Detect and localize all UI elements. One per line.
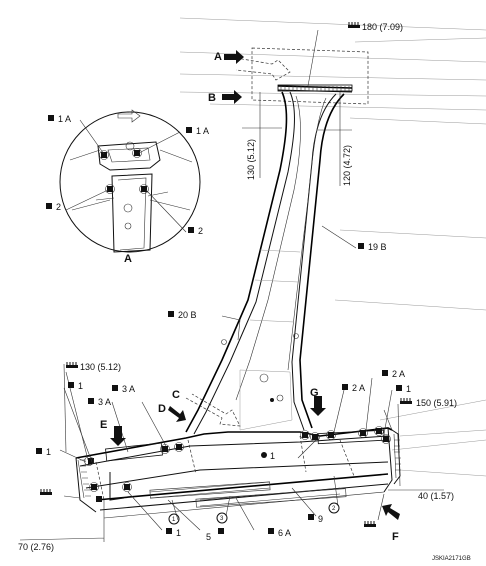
label-5: 5 (206, 532, 211, 542)
label-20b: 20 B (178, 310, 197, 320)
view-label-a: A (214, 51, 222, 63)
circled-numbers (168, 502, 340, 525)
label-1a-right: 1 A (196, 126, 209, 136)
dim-180: 180 (7.09) (362, 22, 403, 32)
view-arrows (110, 50, 400, 520)
mig-plug-weld-icon (40, 489, 52, 495)
spot-weld-square-icon (124, 484, 130, 490)
view-arrow-d-icon (168, 406, 186, 422)
detail-view-a (59, 109, 201, 253)
spot-weld-square-icon (91, 484, 97, 490)
view-arrow-a-icon (224, 50, 244, 64)
spot-weld-square-icon (308, 514, 314, 520)
spot-weld-square-icon (112, 385, 118, 391)
spot-weld-square-icon (36, 448, 42, 454)
spot-weld-square-icon (96, 496, 102, 502)
spot-weld-square-icon (176, 444, 182, 450)
label-1-e: 1 (176, 528, 181, 538)
view-arrow-f-icon (382, 504, 400, 520)
circled-number-2: 2 (332, 506, 336, 512)
dim-130-vertical: 130 (5.12) (246, 139, 256, 180)
view-label-g: G (310, 387, 319, 399)
spot-weld-square-icon (360, 430, 366, 436)
label-1-c: 1 (270, 451, 275, 461)
spot-weld-square-icon (376, 428, 382, 434)
label-3a-b: 3 A (98, 397, 111, 407)
view-label-e: E (100, 419, 107, 431)
label-19b: 19 B (368, 242, 387, 252)
label-9: 9 (318, 514, 323, 524)
view-a-box (235, 47, 369, 105)
label-3a-a: 3 A (122, 384, 135, 394)
spot-weld-square-icon (218, 528, 224, 534)
dim-120-vertical: 120 (4.72) (342, 145, 352, 186)
view-label-d: D (158, 403, 166, 415)
spot-weld-square-icon (328, 432, 334, 438)
dim-40: 40 (1.57) (418, 491, 454, 501)
spot-weld-square-icon (88, 398, 94, 404)
label-1-a: 1 (78, 381, 83, 391)
view-label-b: B (208, 92, 216, 104)
spot-weld-square-icon (382, 370, 388, 376)
spot-weld-square-icon (268, 528, 274, 534)
dimension-lines (19, 92, 444, 542)
spot-weld-square-icon (342, 384, 348, 390)
rocker-sill (75, 427, 486, 519)
b-pillar (185, 84, 353, 435)
leader-lines (59, 29, 393, 531)
spot-weld-square-icon (383, 436, 389, 442)
spot-weld-square-icon (186, 127, 192, 133)
circled-number-1: 1 (172, 517, 176, 523)
circled-number-3: 3 (220, 516, 224, 522)
spot-weld-square-icon (358, 243, 364, 249)
spot-weld-square-icon (396, 385, 402, 391)
mig-plug-weld-icon (400, 398, 412, 404)
label-squares (36, 115, 402, 534)
spot-weld-square-icon (312, 434, 318, 440)
spot-weld-square-icon (166, 528, 172, 534)
label-2a-b: 2 A (392, 369, 405, 379)
view-arrow-e-icon (110, 426, 126, 446)
figure-code: JSKIA2171GB (432, 556, 471, 562)
spot-weld-square-icon (302, 432, 308, 438)
roof-rail-outline (179, 17, 486, 451)
label-1-d: 1 (406, 384, 411, 394)
label-2-right: 2 (198, 226, 203, 236)
view-label-f: F (392, 531, 399, 543)
spot-weld-square-icon (188, 227, 194, 233)
label-1-b: 1 (46, 447, 51, 457)
detail-a-caption: A (124, 253, 132, 265)
mig-plug-weld-icon (364, 521, 376, 527)
spot-weld-square-icon (48, 115, 54, 121)
dim-130-horizontal: 130 (5.12) (80, 362, 121, 372)
spot-weld-square-icon (168, 311, 174, 317)
spot-weld-square-icon (162, 446, 168, 452)
dim-150: 150 (5.91) (416, 398, 457, 408)
mig-weld-strips (77, 433, 401, 499)
mig-plug-weld-icon (348, 22, 360, 28)
label-2a-a: 2 A (352, 383, 365, 393)
spot-weld-circle-icon (261, 452, 267, 458)
view-label-c: C (172, 389, 180, 401)
spot-weld-square-icon (88, 458, 94, 464)
spot-weld-square-icon (46, 203, 52, 209)
comb-symbols (40, 22, 412, 527)
dim-70: 70 (2.76) (18, 542, 54, 552)
spot-weld-markers (84, 333, 391, 502)
spot-weld-square-icon (68, 382, 74, 388)
view-arrow-g-icon (310, 396, 326, 416)
label-6a: 6 A (278, 528, 291, 538)
view-arrow-b-icon (222, 90, 242, 104)
mig-plug-weld-icon (66, 362, 78, 368)
label-1a-left: 1 A (58, 114, 71, 124)
label-2-left: 2 (56, 202, 61, 212)
